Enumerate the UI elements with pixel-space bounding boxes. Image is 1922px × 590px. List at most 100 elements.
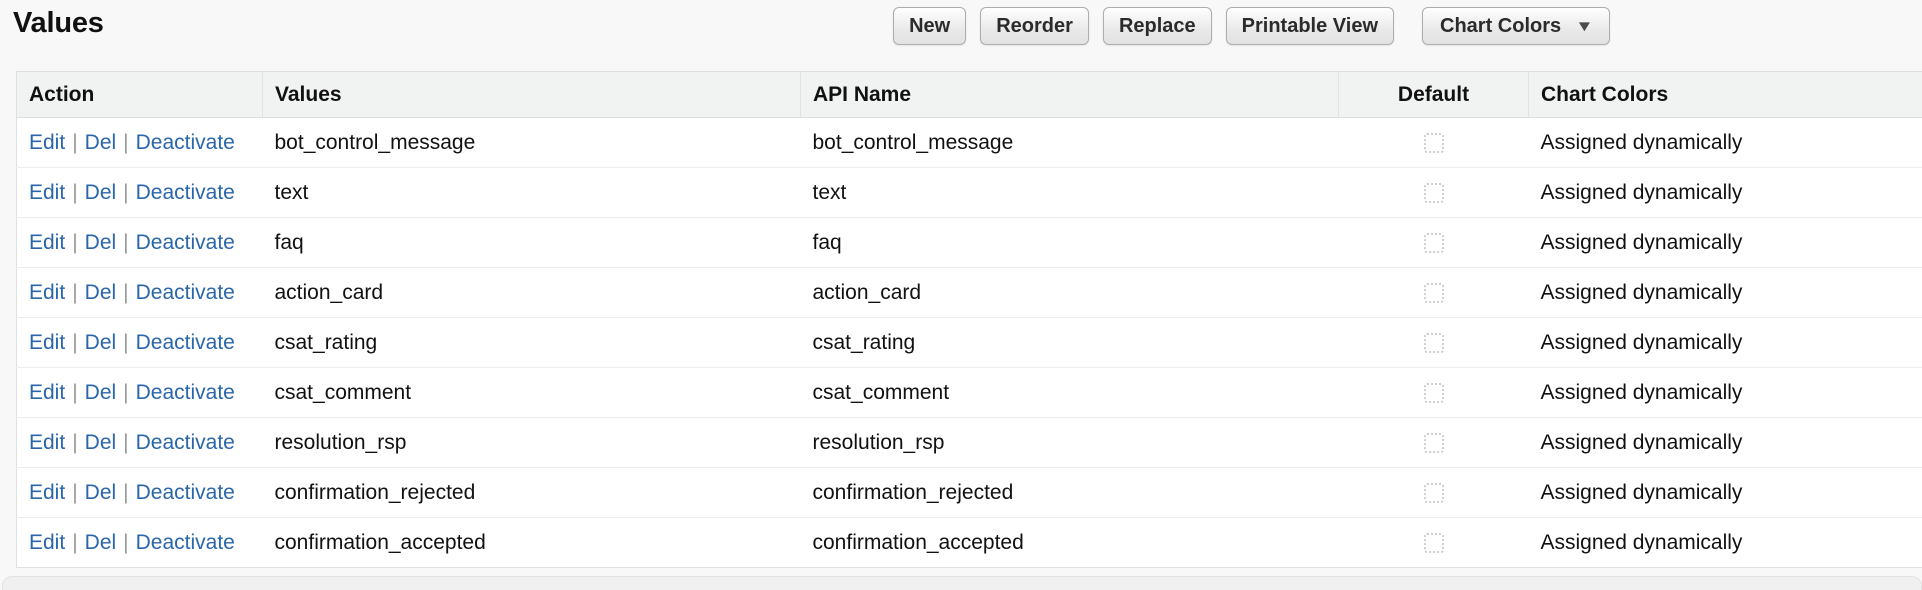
- api-name-cell: confirmation_accepted: [801, 518, 1339, 568]
- chart-colors-text: Assigned dynamically: [1541, 431, 1743, 454]
- chart-colors-cell: Assigned dynamically: [1529, 218, 1922, 268]
- chart-colors-text: Assigned dynamically: [1541, 481, 1743, 504]
- edit-link[interactable]: Edit: [29, 181, 65, 204]
- deactivate-link[interactable]: Deactivate: [136, 231, 235, 254]
- column-header-chart-colors: Chart Colors: [1529, 72, 1922, 118]
- del-link[interactable]: Del: [85, 431, 117, 454]
- value-text: bot_control_message: [275, 131, 476, 154]
- edit-link[interactable]: Edit: [29, 531, 65, 554]
- del-link[interactable]: Del: [85, 131, 117, 154]
- chart-colors-cell: Assigned dynamically: [1529, 518, 1922, 568]
- link-separator: |: [65, 531, 84, 554]
- reorder-button[interactable]: Reorder: [980, 7, 1089, 45]
- chart-colors-cell: Assigned dynamically: [1529, 418, 1922, 468]
- chart-colors-text: Assigned dynamically: [1541, 531, 1743, 554]
- value-cell: csat_rating: [263, 318, 801, 368]
- chart-colors-text: Assigned dynamically: [1541, 381, 1743, 404]
- chart-colors-text: Assigned dynamically: [1541, 331, 1743, 354]
- del-link[interactable]: Del: [85, 281, 117, 304]
- chart-colors-cell: Assigned dynamically: [1529, 268, 1922, 318]
- deactivate-link[interactable]: Deactivate: [136, 381, 235, 404]
- default-checkbox: [1424, 183, 1444, 203]
- default-cell: [1339, 418, 1529, 468]
- deactivate-link[interactable]: Deactivate: [136, 531, 235, 554]
- printable-view-button[interactable]: Printable View: [1226, 7, 1394, 45]
- edit-link[interactable]: Edit: [29, 481, 65, 504]
- chart-colors-cell: Assigned dynamically: [1529, 168, 1922, 218]
- edit-link[interactable]: Edit: [29, 231, 65, 254]
- deactivate-link[interactable]: Deactivate: [136, 481, 235, 504]
- api-name-cell: csat_comment: [801, 368, 1339, 418]
- api-name-text: confirmation_rejected: [813, 481, 1014, 504]
- api-name-cell: faq: [801, 218, 1339, 268]
- chart-colors-dropdown-button[interactable]: Chart Colors ▼: [1422, 7, 1610, 45]
- toolbar: New Reorder Replace Printable View Chart…: [879, 7, 1610, 45]
- table-row: Edit|Del|Deactivate confirmation_accepte…: [17, 518, 1922, 568]
- api-name-cell: bot_control_message: [801, 118, 1339, 168]
- link-separator: |: [116, 381, 135, 404]
- deactivate-link[interactable]: Deactivate: [136, 331, 235, 354]
- api-name-cell: action_card: [801, 268, 1339, 318]
- deactivate-link[interactable]: Deactivate: [136, 131, 235, 154]
- table-row: Edit|Del|Deactivate csat_comment csat_co…: [17, 368, 1922, 418]
- value-text: csat_comment: [275, 381, 412, 404]
- action-cell: Edit|Del|Deactivate: [17, 318, 263, 368]
- replace-button[interactable]: Replace: [1103, 7, 1212, 45]
- link-separator: |: [116, 281, 135, 304]
- default-checkbox: [1424, 133, 1444, 153]
- link-separator: |: [116, 131, 135, 154]
- del-link[interactable]: Del: [85, 181, 117, 204]
- api-name-text: confirmation_accepted: [813, 531, 1024, 554]
- del-link[interactable]: Del: [85, 381, 117, 404]
- del-link[interactable]: Del: [85, 331, 117, 354]
- link-separator: |: [116, 231, 135, 254]
- chart-colors-text: Assigned dynamically: [1541, 131, 1743, 154]
- value-text: confirmation_rejected: [275, 481, 476, 504]
- api-name-cell: text: [801, 168, 1339, 218]
- default-checkbox: [1424, 383, 1444, 403]
- edit-link[interactable]: Edit: [29, 381, 65, 404]
- table-header-row: Action Values API Name Default Chart Col…: [17, 72, 1922, 118]
- chart-colors-text: Assigned dynamically: [1541, 281, 1743, 304]
- chart-colors-cell: Assigned dynamically: [1529, 468, 1922, 518]
- api-name-cell: resolution_rsp: [801, 418, 1339, 468]
- edit-link[interactable]: Edit: [29, 131, 65, 154]
- edit-link[interactable]: Edit: [29, 281, 65, 304]
- link-separator: |: [65, 381, 84, 404]
- default-checkbox: [1424, 233, 1444, 253]
- del-link[interactable]: Del: [85, 231, 117, 254]
- default-checkbox: [1424, 333, 1444, 353]
- link-separator: |: [65, 481, 84, 504]
- link-separator: |: [116, 481, 135, 504]
- chart-colors-cell: Assigned dynamically: [1529, 118, 1922, 168]
- default-cell: [1339, 168, 1529, 218]
- api-name-text: action_card: [813, 281, 922, 304]
- del-link[interactable]: Del: [85, 481, 117, 504]
- link-separator: |: [65, 181, 84, 204]
- deactivate-link[interactable]: Deactivate: [136, 281, 235, 304]
- action-cell: Edit|Del|Deactivate: [17, 268, 263, 318]
- link-separator: |: [116, 181, 135, 204]
- deactivate-link[interactable]: Deactivate: [136, 181, 235, 204]
- chart-colors-cell: Assigned dynamically: [1529, 318, 1922, 368]
- link-separator: |: [65, 231, 84, 254]
- picklist-values-table: Action Values API Name Default Chart Col…: [16, 71, 1922, 568]
- edit-link[interactable]: Edit: [29, 431, 65, 454]
- del-link[interactable]: Del: [85, 531, 117, 554]
- default-cell: [1339, 468, 1529, 518]
- link-separator: |: [65, 331, 84, 354]
- table-row: Edit|Del|Deactivate confirmation_rejecte…: [17, 468, 1922, 518]
- value-cell: faq: [263, 218, 801, 268]
- api-name-text: csat_comment: [813, 381, 950, 404]
- link-separator: |: [116, 431, 135, 454]
- default-checkbox: [1424, 283, 1444, 303]
- column-header-default: Default: [1339, 72, 1529, 118]
- edit-link[interactable]: Edit: [29, 331, 65, 354]
- action-cell: Edit|Del|Deactivate: [17, 368, 263, 418]
- deactivate-link[interactable]: Deactivate: [136, 431, 235, 454]
- api-name-cell: confirmation_rejected: [801, 468, 1339, 518]
- new-button[interactable]: New: [893, 7, 966, 45]
- link-separator: |: [65, 131, 84, 154]
- value-text: csat_rating: [275, 331, 378, 354]
- action-cell: Edit|Del|Deactivate: [17, 518, 263, 568]
